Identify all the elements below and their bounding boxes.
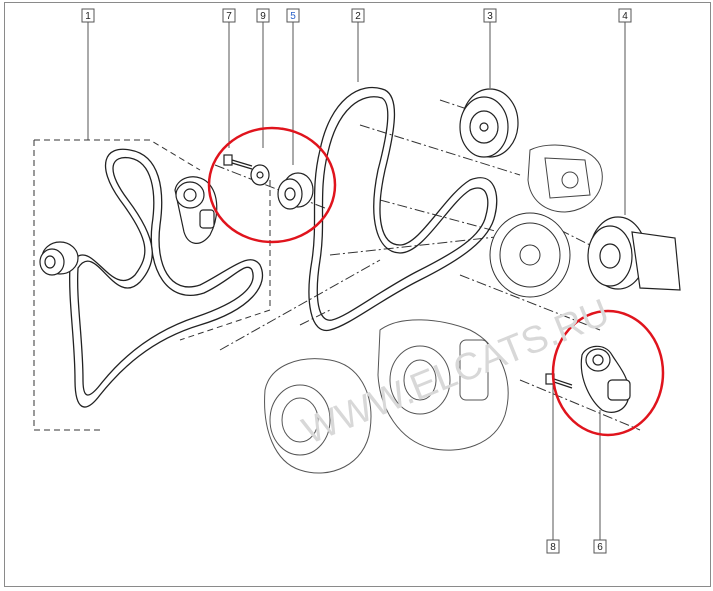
callout-5: 5 [286, 8, 300, 23]
callout-4: 4 [618, 8, 632, 23]
bolt-8 [545, 373, 573, 389]
diagram-frame [4, 2, 711, 587]
belt-2 [308, 86, 498, 331]
belt-1 [69, 148, 264, 408]
roller-5 [277, 172, 314, 210]
assembly-axis-lines [214, 99, 641, 431]
highlight-circle-tensioner-6 [551, 309, 665, 437]
washer-9 [250, 164, 270, 186]
callout-8-box [546, 539, 560, 554]
belt-tensioner-left [174, 176, 218, 244]
pulley-3 [459, 88, 519, 158]
callout-5-box [286, 8, 300, 23]
callout-labels: 1 7 9 5 2 3 4 8 6 [81, 8, 632, 554]
callout-9-box [256, 8, 270, 23]
callout-3-text: 3 [487, 11, 493, 22]
callout-9-text: 9 [260, 11, 266, 22]
grooved-pulley [489, 212, 571, 298]
callout-2-box [351, 8, 365, 23]
callout-6-box [593, 539, 607, 554]
belt-tensioner-6 [580, 345, 631, 413]
highlight-circles [207, 126, 665, 437]
callout-6: 6 [593, 539, 607, 554]
callout-1: 1 [81, 8, 95, 23]
callout-7-text: 7 [226, 11, 232, 22]
callout-7: 7 [222, 8, 236, 23]
ac-compressor-right [377, 319, 509, 451]
water-pump [527, 144, 603, 213]
bolt-7 [223, 154, 253, 170]
callout-8: 8 [546, 539, 560, 554]
callout-1-box [81, 8, 95, 23]
callout-3: 3 [483, 8, 497, 23]
callout-5-text: 5 [290, 11, 296, 22]
highlight-circle-tensioner-kit [207, 126, 337, 244]
idler-roller [39, 241, 79, 276]
callout-4-text: 4 [622, 11, 628, 22]
callout-2: 2 [351, 8, 365, 23]
callout-3-box [483, 8, 497, 23]
callout-leaders [87, 22, 626, 540]
callout-2-text: 2 [355, 11, 361, 22]
callout-4-box [618, 8, 632, 23]
callout-6-text: 6 [597, 542, 603, 553]
kit-1-dashed-outline [33, 139, 271, 431]
crankshaft-pulley-4 [587, 216, 681, 291]
callout-7-box [222, 8, 236, 23]
callout-1-text: 1 [85, 11, 91, 22]
callout-9: 9 [256, 8, 270, 23]
ac-compressor-left [264, 358, 372, 474]
callout-8-text: 8 [550, 542, 556, 553]
